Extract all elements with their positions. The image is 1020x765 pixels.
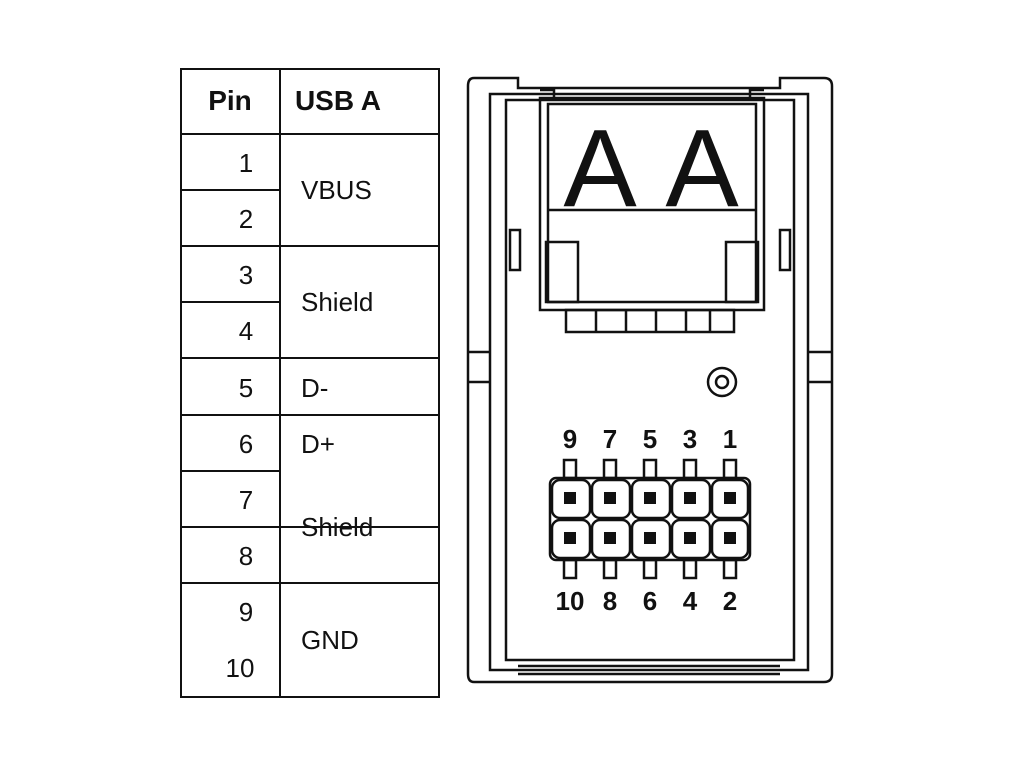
header-label-1: 1 — [723, 424, 737, 454]
pin-number-4: 4 — [239, 316, 253, 346]
signal-d-plus: D+ — [301, 429, 335, 459]
header-pin: Pin — [208, 85, 252, 116]
pin-number-7: 7 — [239, 485, 253, 515]
mounting-hole-icon — [706, 366, 738, 398]
pin-number-2: 2 — [239, 204, 253, 234]
header-label-3: 3 — [683, 424, 697, 454]
pin-header — [548, 458, 752, 580]
table-grid — [180, 68, 440, 698]
pin-number-5: 5 — [239, 373, 253, 403]
pin-number-9: 9 — [239, 597, 253, 627]
usb-connector-drawing: A A 9 7 5 3 1 10 8 6 4 2 — [462, 70, 842, 690]
port-letter-left: A — [563, 107, 637, 230]
pin-number-10: 10 — [226, 653, 255, 683]
pin-assignment-table: Pin USB A 1 2 3 4 5 6 7 8 9 10 VBUS Shie… — [180, 68, 440, 698]
pin-number-3: 3 — [239, 260, 253, 290]
header-usb-a: USB A — [295, 85, 381, 116]
pin-header-contacts — [564, 492, 736, 544]
header-label-10: 10 — [556, 586, 585, 616]
signal-vbus: VBUS — [301, 175, 372, 205]
pin-number-6: 6 — [239, 429, 253, 459]
pin-number-1: 1 — [239, 148, 253, 178]
header-label-6: 6 — [643, 586, 657, 616]
header-label-9: 9 — [563, 424, 577, 454]
signal-shield-upper: Shield — [301, 287, 373, 317]
port-letter-right: A — [665, 107, 739, 230]
pin-number-8: 8 — [239, 541, 253, 571]
header-label-5: 5 — [643, 424, 657, 454]
header-label-2: 2 — [723, 586, 737, 616]
connector-housing — [466, 76, 834, 684]
signal-d-minus: D- — [301, 373, 328, 403]
signal-gnd: GND — [301, 625, 359, 655]
usb-a-port — [538, 88, 766, 334]
signal-shield-lower: Shield — [301, 512, 373, 542]
header-label-8: 8 — [603, 586, 617, 616]
header-label-4: 4 — [683, 586, 698, 616]
header-label-7: 7 — [603, 424, 617, 454]
